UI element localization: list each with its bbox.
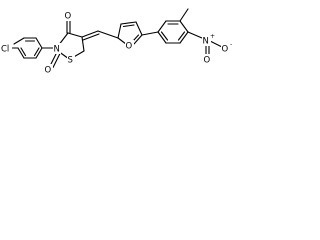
carbonyl-bottom-bond <box>49 51 58 67</box>
methylidene-bond <box>81 30 99 38</box>
nitro-bond <box>187 31 203 39</box>
methyl-bond <box>179 8 189 22</box>
atom-n-nitro: N + <box>202 33 215 47</box>
svg-text:O: O <box>204 56 211 66</box>
atom-o-nitro: O <box>203 54 212 66</box>
svg-text:N: N <box>203 37 209 47</box>
svg-text:N: N <box>54 45 60 55</box>
svg-text:+: + <box>210 33 215 40</box>
chlorophenyl-ring <box>13 37 43 59</box>
svg-text:O: O <box>126 42 133 52</box>
atom-o-furan: O <box>125 40 134 52</box>
atom-o-carbonyl-bottom: O <box>44 64 53 76</box>
atom-cl: Cl <box>0 42 12 55</box>
structure-diagram: Cl N S O O O N + O - O <box>0 0 279 83</box>
atom-n-ring: N <box>53 43 61 55</box>
furan-ring <box>117 21 143 45</box>
svg-text:O: O <box>45 66 52 76</box>
nitrophenyl-ring <box>157 20 189 44</box>
atom-o-nitro-minus: O - <box>221 41 232 55</box>
atom-s-ring: S <box>67 54 75 66</box>
svg-text:S: S <box>68 56 73 66</box>
atom-o-carbonyl-top: O <box>64 10 73 22</box>
svg-text:Cl: Cl <box>1 45 9 55</box>
svg-text:O: O <box>65 12 72 22</box>
molecule-svg: Cl N S O O O N + O - O <box>0 8 232 76</box>
svg-text:O: O <box>222 45 229 55</box>
svg-text:-: - <box>230 41 232 48</box>
furan-aryl-bond <box>141 31 159 36</box>
